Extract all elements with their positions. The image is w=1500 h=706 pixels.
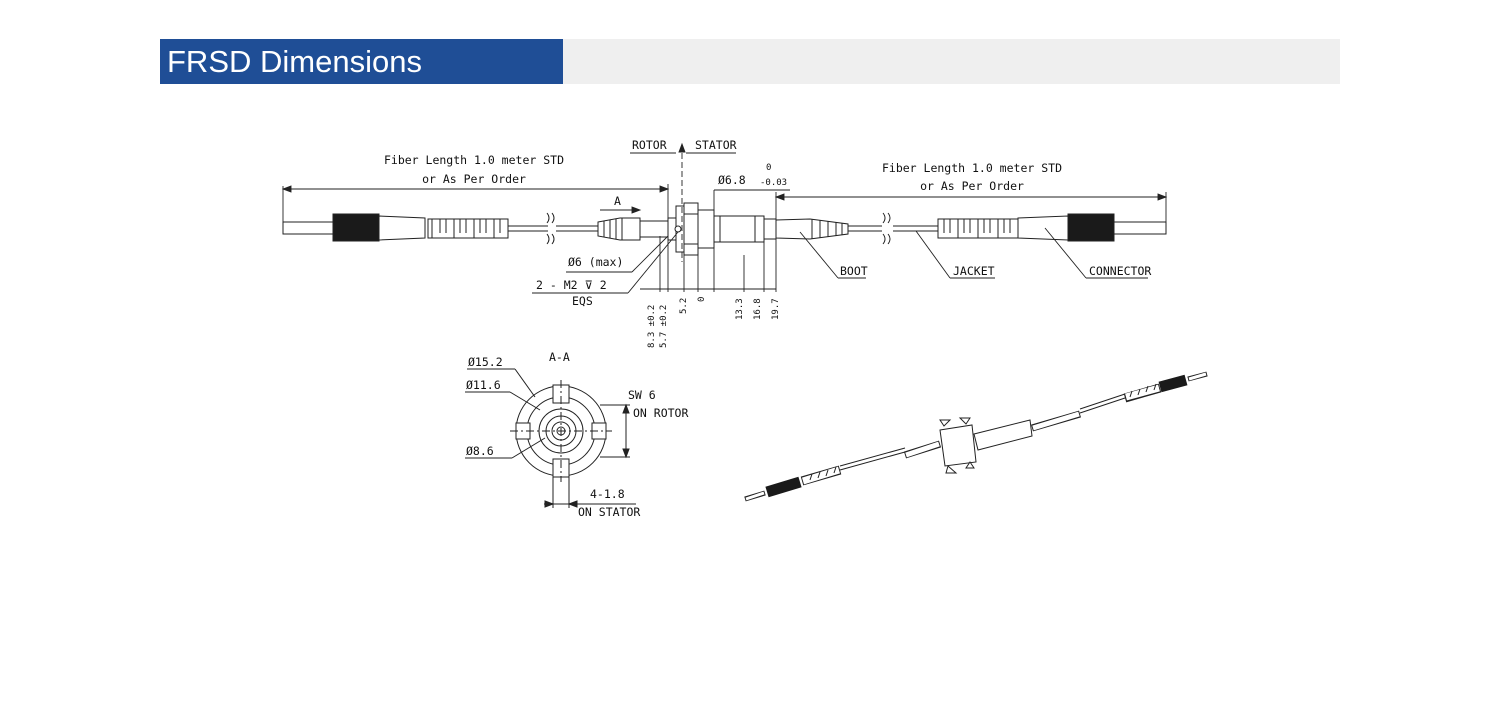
diameter-top-upper-tol: 0 xyxy=(766,163,771,173)
diameter-top-lower-tol: -0.03 xyxy=(760,178,787,188)
diameter-max-label: Ø6 (max) xyxy=(568,255,623,269)
section-slots: 4-1.8 xyxy=(590,487,625,501)
section-on-stator: ON STATOR xyxy=(578,505,640,519)
thread-label: 2 - M2 ⊽ 2 xyxy=(536,278,607,292)
rotary-joint-body xyxy=(667,202,777,256)
page-title: FRSD Dimensions xyxy=(160,39,563,84)
dimension-lines xyxy=(281,142,1168,294)
header-bar: FRSD Dimensions xyxy=(160,39,1340,84)
dim-8-3: 8.3 ±0.2 xyxy=(647,305,657,348)
section-d2: Ø11.6 xyxy=(466,378,501,392)
diameter-top-value: Ø6.8 xyxy=(718,173,746,187)
dim-13-3: 13.3 xyxy=(735,298,745,320)
left-fiber-length-line1: Fiber Length 1.0 meter STD xyxy=(384,153,564,167)
dim-19-7: 19.7 xyxy=(771,298,781,320)
right-fiber-length-line1: Fiber Length 1.0 meter STD xyxy=(882,161,1062,175)
eqs-label: EQS xyxy=(572,294,593,308)
dim-16-8: 16.8 xyxy=(753,298,763,320)
right-cable xyxy=(775,212,1167,245)
callout-boot: BOOT xyxy=(840,264,868,278)
dim-5-7: 5.7 ±0.2 xyxy=(659,305,669,348)
section-marker-a: A xyxy=(614,194,621,208)
rotor-label: ROTOR xyxy=(632,138,667,152)
dim-0: 0 xyxy=(697,297,707,302)
callout-connector: CONNECTOR xyxy=(1089,264,1151,278)
isometric-view xyxy=(744,371,1208,502)
section-title: A-A xyxy=(549,350,570,364)
right-fiber-length-line2: or As Per Order xyxy=(920,179,1024,193)
section-d1: Ø15.2 xyxy=(468,355,503,369)
section-d3: Ø8.6 xyxy=(466,444,494,458)
dim-5-2: 5.2 xyxy=(679,298,689,314)
left-fiber-length-line2: or As Per Order xyxy=(422,172,526,186)
section-view xyxy=(465,368,636,508)
callout-jacket: JACKET xyxy=(953,264,995,278)
stator-label: STATOR xyxy=(695,138,737,152)
section-sw: SW 6 xyxy=(628,388,656,402)
section-on-rotor: ON ROTOR xyxy=(633,406,688,420)
left-cable xyxy=(282,212,669,245)
